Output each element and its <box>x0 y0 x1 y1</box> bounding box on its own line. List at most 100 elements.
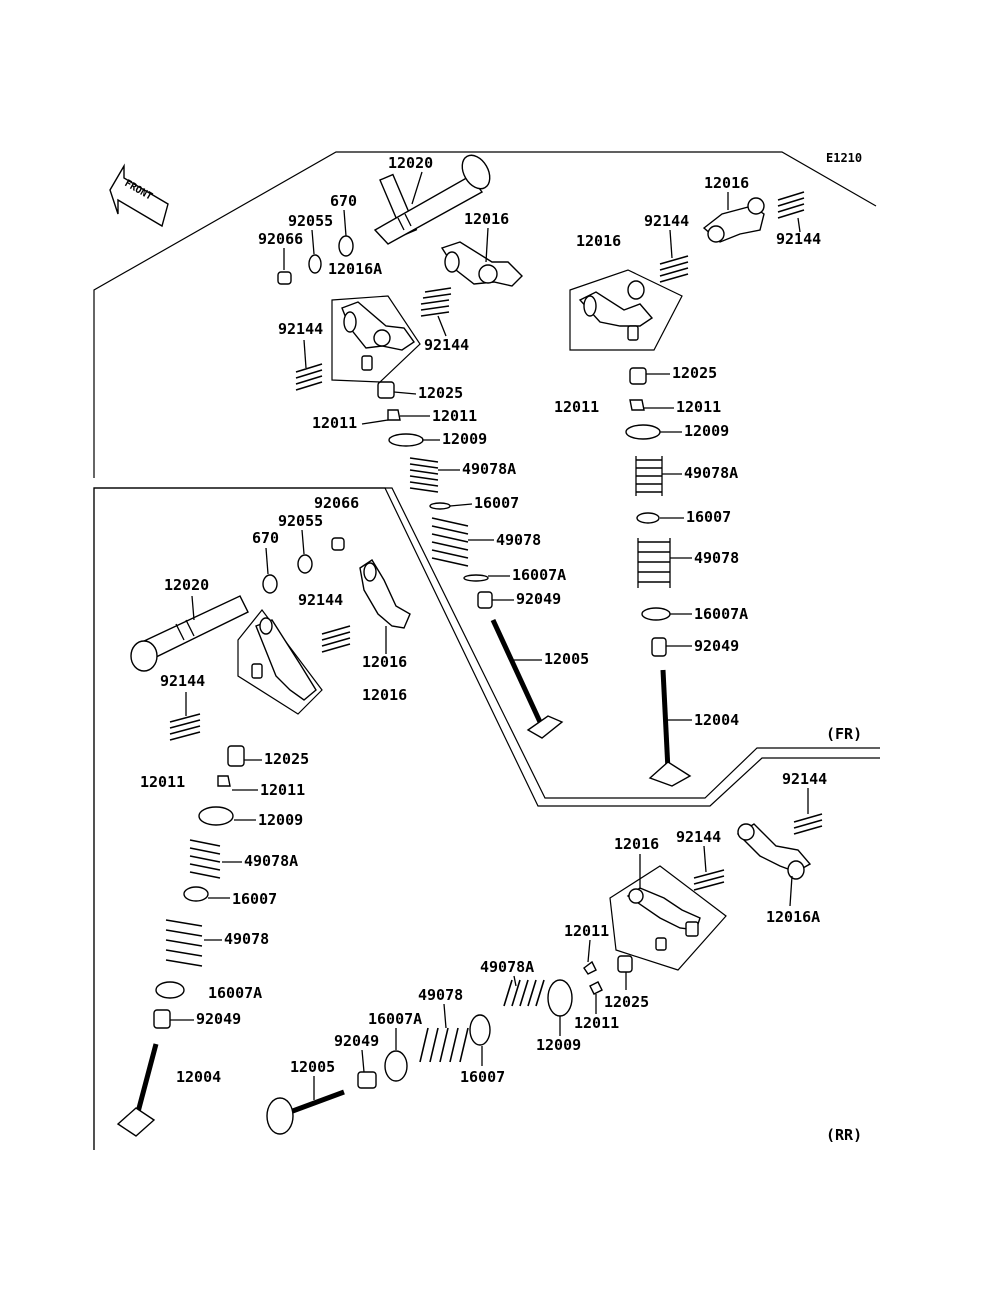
seal-92049-top <box>477 591 493 609</box>
label-16007A-rr: 16007A <box>368 1010 422 1028</box>
spring-49078-top <box>431 517 469 567</box>
label-12011-rr-b: 12011 <box>574 1014 619 1032</box>
spring-49078A-top <box>409 457 439 493</box>
spring-49078A-right <box>635 456 663 496</box>
label-12011-bottom-l: 12011 <box>140 773 185 791</box>
keeper-12011-bottom <box>217 775 231 787</box>
label-12009-rr: 12009 <box>536 1036 581 1054</box>
retainer-12009-top <box>388 433 424 447</box>
label-49078-top: 49078 <box>496 531 541 549</box>
label-12011-top-r: 12011 <box>432 407 477 425</box>
label-92144-right-a: 92144 <box>644 212 689 230</box>
label-12020-top: 12020 <box>388 154 433 172</box>
label-12016-right-box: 12016 <box>576 232 621 250</box>
keeper-12011-rr-b <box>589 981 603 995</box>
rocker-shaft-top <box>373 154 491 245</box>
seat-16007-top <box>429 502 451 510</box>
label-12016A-top: 12016A <box>328 260 382 278</box>
label-92144-top-mid: 92144 <box>424 336 469 354</box>
label-49078A-top: 49078A <box>462 460 516 478</box>
seat-16007A-right <box>641 607 671 621</box>
o-ring-92055-top <box>308 254 322 274</box>
label-12016-top: 12016 <box>464 210 509 228</box>
spring-92144-rr-a <box>793 813 823 835</box>
label-16007-bottom: 16007 <box>232 890 277 908</box>
valve-12005-top <box>490 618 564 739</box>
label-92049-top: 92049 <box>516 590 561 608</box>
label-49078A-rr: 49078A <box>480 958 534 976</box>
retainer-12009-right <box>625 424 661 440</box>
label-12011-rr-a: 12011 <box>564 922 609 940</box>
o-ring-670-bottom <box>262 574 278 594</box>
label-92144-top-left: 92144 <box>278 320 323 338</box>
spring-92144-top-mid <box>420 287 452 317</box>
label-12011-top-l: 12011 <box>312 414 357 432</box>
rocker-box-12016-rr <box>609 865 727 971</box>
spring-49078A-bottom <box>189 839 221 879</box>
label-670-top: 670 <box>330 192 357 210</box>
shim-12025-bottom <box>227 745 245 767</box>
rocker-arm-12016-rr-box <box>626 887 701 951</box>
spring-92144-top-left <box>295 363 323 391</box>
plug-92066-top <box>277 271 292 285</box>
label-12004-bottom: 12004 <box>176 1068 221 1086</box>
keeper-12011-rr-a <box>583 960 597 975</box>
label-12011-bottom-r: 12011 <box>260 781 305 799</box>
label-92066-top: 92066 <box>258 230 303 248</box>
label-49078-right: 49078 <box>694 549 739 567</box>
label-92144-rr-a: 92144 <box>782 770 827 788</box>
label-16007A-top: 16007A <box>512 566 566 584</box>
seal-92049-bottom <box>153 1009 171 1029</box>
rocker-box-12016A <box>331 295 421 383</box>
label-49078-rr: 49078 <box>418 986 463 1004</box>
seat-16007-rr <box>469 1014 491 1046</box>
seal-92049-rr <box>357 1071 377 1089</box>
label-92144-rr-b: 92144 <box>676 828 721 846</box>
label-12025-rr: 12025 <box>604 993 649 1011</box>
label-92144-right-b: 92144 <box>776 230 821 248</box>
seat-16007A-rr <box>384 1050 408 1082</box>
plug-92066-bottom <box>331 537 345 551</box>
label-49078-bottom: 49078 <box>224 930 269 948</box>
label-16007-right: 16007 <box>686 508 731 526</box>
section-label-rr: (RR) <box>826 1126 862 1144</box>
label-12011-right-l: 12011 <box>554 398 599 416</box>
label-49078A-right: 49078A <box>684 464 738 482</box>
rocker-arm-12016-top <box>440 241 523 287</box>
shim-12025-rr <box>617 955 633 973</box>
keeper-12011-top <box>387 409 401 421</box>
label-16007A-bottom: 16007A <box>208 984 262 1002</box>
label-12025-right: 12025 <box>672 364 717 382</box>
retainer-12009-bottom <box>198 806 234 826</box>
spring-49078-bottom <box>165 919 203 967</box>
rocker-box-bottom <box>237 609 323 715</box>
o-ring-670-top <box>338 235 354 257</box>
section-label-fr: (FR) <box>826 725 862 743</box>
label-92049-right: 92049 <box>694 637 739 655</box>
label-16007A-right: 16007A <box>694 605 748 623</box>
o-ring-92055-bottom <box>297 554 313 574</box>
seat-16007A-bottom <box>155 981 185 999</box>
label-49078A-bottom: 49078A <box>244 852 298 870</box>
shim-12025-top <box>377 381 395 399</box>
label-92144-bottom-b: 92144 <box>160 672 205 690</box>
label-12005-rr: 12005 <box>290 1058 335 1076</box>
spring-49078A-rr <box>503 979 545 1007</box>
rocker-arm-12016-bottom <box>359 559 411 629</box>
label-12005-top: 12005 <box>544 650 589 668</box>
spring-92144-right-a <box>659 255 689 283</box>
label-12020-bottom: 12020 <box>164 576 209 594</box>
seat-16007-right <box>636 512 660 524</box>
rocker-arm-12016-right <box>702 197 765 243</box>
label-12016-rr: 12016 <box>614 835 659 853</box>
rocker-arm-12016-right-box <box>578 280 654 341</box>
rocker-box-12016-right <box>569 269 683 351</box>
label-16007-top: 16007 <box>474 494 519 512</box>
label-12016-right: 12016 <box>704 174 749 192</box>
label-670-bottom: 670 <box>252 529 279 547</box>
label-92055-top: 92055 <box>288 212 333 230</box>
rocker-shaft-bottom <box>130 595 249 672</box>
seal-92049-right <box>651 637 667 657</box>
spring-92144-right-b <box>777 191 805 219</box>
